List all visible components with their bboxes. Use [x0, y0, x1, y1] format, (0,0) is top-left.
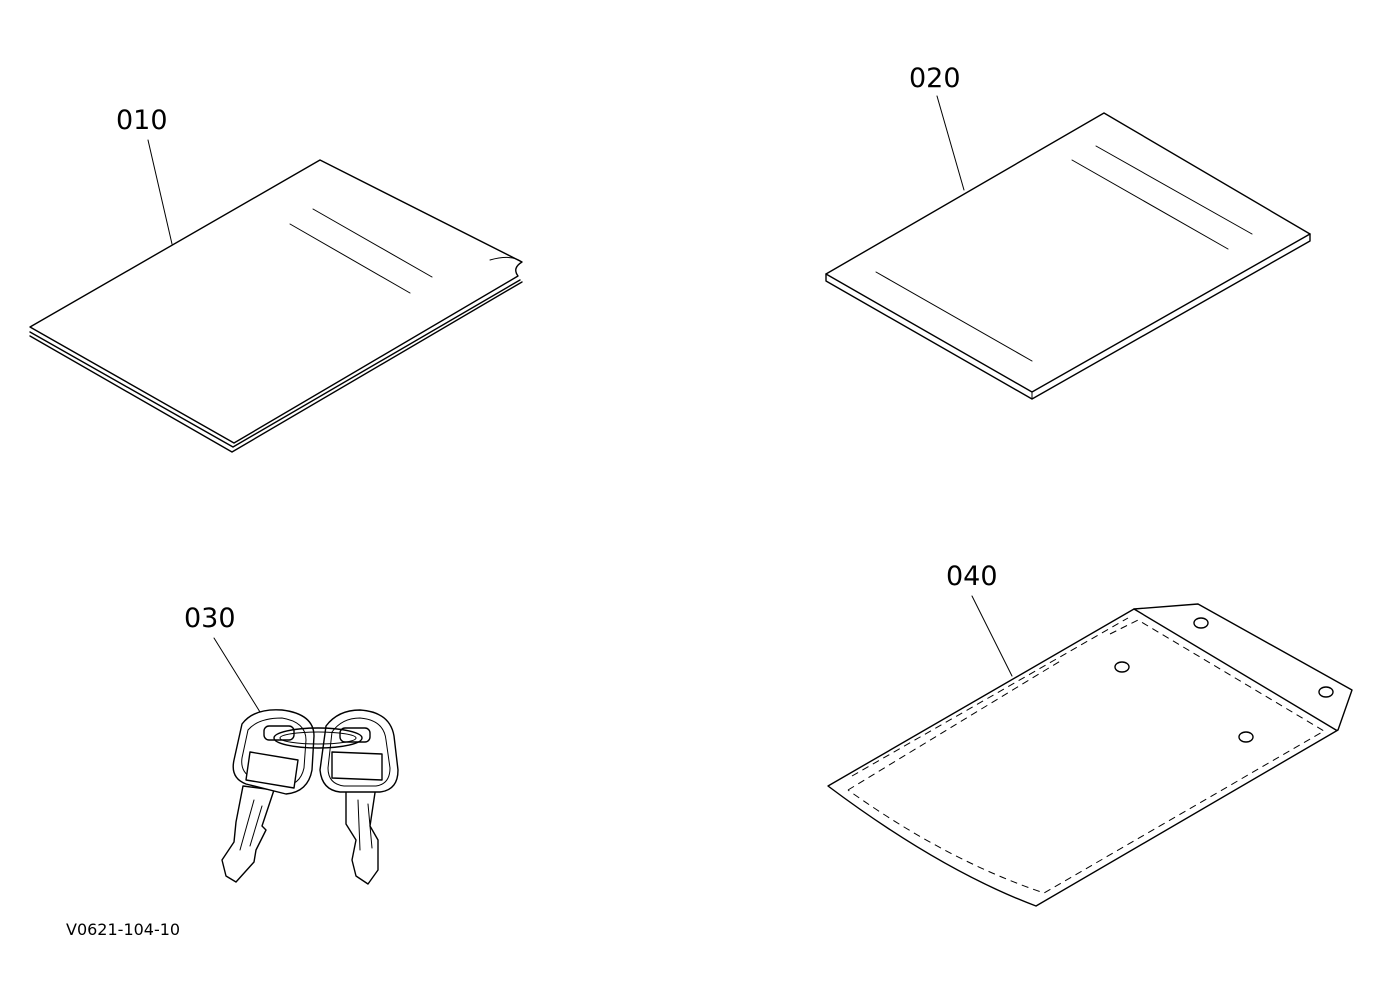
document-pouch-icon — [827, 603, 1353, 907]
callout-040: 040 — [946, 561, 998, 592]
leader-line-040 — [971, 595, 1013, 677]
callout-010: 010 — [116, 105, 168, 136]
leader-line-020 — [936, 95, 965, 191]
manual-booklet-icon — [29, 159, 523, 453]
book-icon — [825, 112, 1311, 400]
part-040-pouch: 040 — [827, 561, 1353, 907]
part-010-booklet: 010 — [29, 105, 523, 453]
callout-030: 030 — [184, 603, 236, 634]
leader-line-010 — [147, 139, 173, 245]
part-020-book: 020 — [825, 63, 1311, 400]
callout-020: 020 — [909, 63, 961, 94]
leader-line-030 — [213, 637, 261, 713]
key-pair-icon — [221, 709, 399, 885]
drawing-code-label: V0621-104-10 — [66, 920, 180, 939]
part-030-keys: 030 — [184, 603, 399, 885]
